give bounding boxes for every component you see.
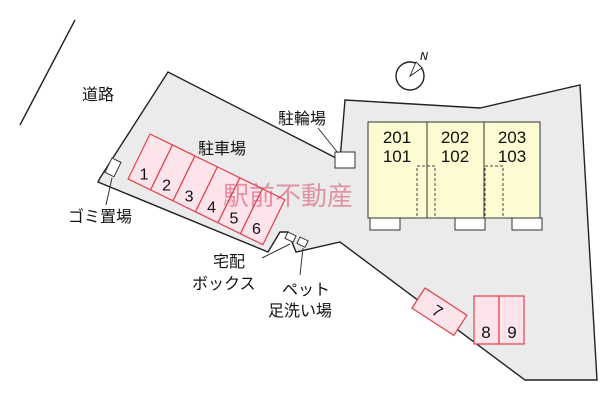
parking-slot-6-label: 6 xyxy=(252,221,261,238)
parking-slot-4-label: 4 xyxy=(207,199,216,216)
road-line xyxy=(19,19,76,126)
apartment-building xyxy=(367,121,541,219)
parking-label: 駐車場 xyxy=(198,139,246,158)
garbage-area xyxy=(104,157,122,178)
parking-slot-3-label: 3 xyxy=(185,188,194,205)
pet-wash xyxy=(296,236,309,248)
unit-203-label: 203 xyxy=(498,128,526,147)
parking-slot-1-label: 1 xyxy=(140,166,149,183)
parking-slot-7: 7 xyxy=(411,287,468,337)
unit-102-label: 102 xyxy=(441,147,469,166)
entrance-step xyxy=(369,217,401,231)
compass-label: N xyxy=(420,50,428,63)
entrance-step xyxy=(454,217,486,231)
delivery-box-label-1: 宅配 xyxy=(213,252,245,271)
compass-icon: N xyxy=(395,50,428,91)
unit-103-label: 103 xyxy=(498,147,526,166)
garbage-label: ゴミ置場 xyxy=(68,207,132,226)
pet-wash-label-1: ペット xyxy=(282,280,330,299)
delivery-box xyxy=(284,231,297,243)
leader-line xyxy=(261,243,291,259)
parking-slot-9 xyxy=(498,295,525,345)
delivery-box-label-2: ボックス xyxy=(192,274,256,293)
unit-201-label: 201 xyxy=(383,128,411,147)
unit-101-label: 101 xyxy=(383,147,411,166)
parking-slot-6 xyxy=(239,187,286,246)
leader-line xyxy=(105,177,113,206)
unit-202-label: 202 xyxy=(441,128,469,147)
bicycle-parking-label: 駐輪場 xyxy=(278,109,326,128)
pet-wash-label-2: 足洗い場 xyxy=(268,301,332,320)
leader-line xyxy=(317,127,339,154)
road-label: 道路 xyxy=(82,85,114,104)
entrance-step xyxy=(511,217,543,231)
parking-slot-8-label: 8 xyxy=(481,323,490,342)
watermark: 駅前不動産 xyxy=(223,182,353,212)
leader-line xyxy=(299,247,304,276)
parking-slot-9-label: 9 xyxy=(507,323,516,342)
parking-slot-5-label: 5 xyxy=(230,210,239,227)
parking-slot-2-label: 2 xyxy=(162,177,171,194)
bicycle-parking-box xyxy=(334,151,356,169)
